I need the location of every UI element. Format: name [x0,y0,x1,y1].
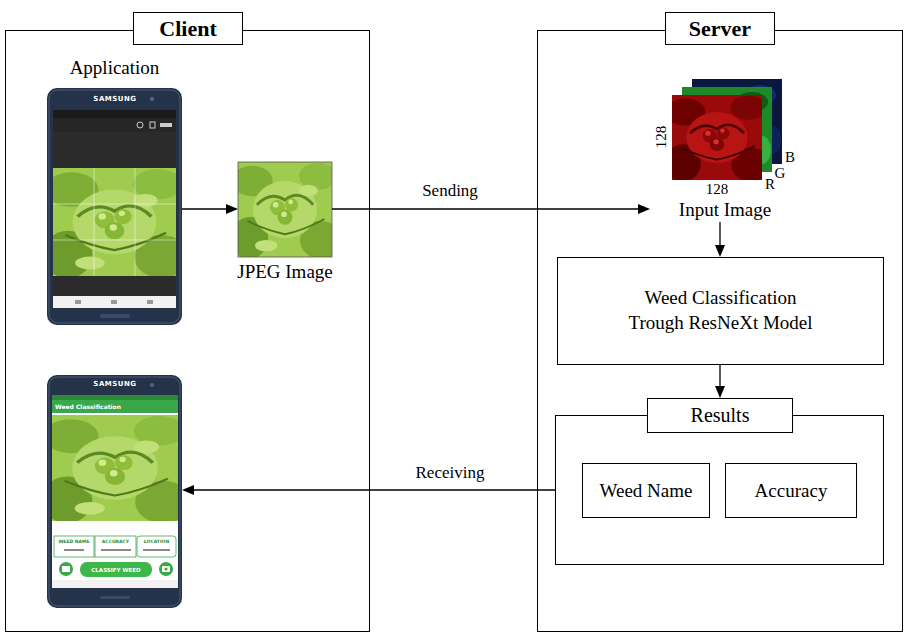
phone-illustration-part-part [135,168,136,276]
phone-illustration-part [111,300,117,304]
phone-illustration-part [100,596,130,599]
dimension-label: 128 [652,122,670,152]
phone-brand: SAMSUNG [85,94,145,104]
result-box: Accuracy [725,463,857,518]
phone-illustration-part [143,549,170,551]
phone-illustration-part [52,400,178,413]
phone-illustration-part-part [53,204,176,205]
phone-illustration-part [42,415,191,523]
connector-line [332,208,639,209]
connector-arrow [182,204,238,214]
channel-label: G [774,165,786,181]
arrow-head [715,386,725,398]
phone-illustration-part [137,122,143,128]
app-title: Weed Classification [55,401,165,412]
phone-illustration-part [53,296,176,308]
phone-illustration-part [43,168,188,278]
results-heading: Results [647,398,793,433]
image-caption: JPEG Image [228,259,342,285]
phone-illustration-part [147,300,153,304]
arrow-head [182,485,194,495]
phone-illustration-part [52,395,178,400]
field-label: LOCATION [137,538,176,545]
phone-illustration-part [53,168,176,276]
phone-illustration-part-part [53,240,176,241]
client-panel: ClientApplicationSAMSUNGJPEG ImageSAMSUN… [5,30,370,632]
phone-illustration-part-part [94,168,95,276]
connector-line [719,222,720,246]
phone-illustration-part [62,566,70,572]
phone-illustration-part [150,383,154,387]
process-label: Weed Classification Trough ResNeXt Model [621,286,821,335]
image-caption: Input Image [650,198,800,222]
result-label: Accuracy [755,480,828,502]
app-caption: Application [47,55,182,81]
rgb-channel-stack-part [665,95,771,182]
panel-heading: Client [133,12,243,45]
process-box: Weed Classification Trough ResNeXt Model [557,257,884,365]
result-box: Weed Name [582,463,710,518]
phone-illustration-part [80,562,152,577]
jpeg-image: JPEG Image [238,162,332,257]
results-box: ResultsWeed NameAccuracy [555,415,884,565]
phone-result: SAMSUNG Weed ClassificationWEED NAMEACCUR… [47,375,182,608]
jpeg-thumbnail-part [238,162,332,257]
input-image: Input Image [650,78,800,222]
phone-illustration-part [164,567,167,570]
connector-line [193,489,555,490]
jpeg-thumbnail [230,162,341,259]
phone-brand: SAMSUNG [85,379,145,389]
phone-capture: ApplicationSAMSUNG [47,88,182,325]
dimension-label: 128 [700,181,734,198]
phone-illustration-part [101,549,131,551]
phone-illustration-part [64,549,84,551]
arrow-head [715,245,725,257]
phone-illustration-part [54,536,94,557]
phone-illustration [43,88,188,325]
button-label: CLASSIFY WEED [82,563,150,576]
phone-illustration-part [53,118,176,132]
connector-arrow [182,485,555,495]
connector-arrow [715,365,725,398]
channel-label: B [784,149,796,165]
phone-illustration-part [159,562,173,576]
phone-illustration [42,375,191,608]
panel-heading: Server [665,12,775,45]
rgb-channel-stack [665,79,782,182]
result-label: Weed Name [600,480,693,502]
jpeg-thumbnail-part [230,162,341,259]
connector-arrow [332,204,650,214]
arrow-head [638,204,650,214]
phone-illustration-part [100,314,130,318]
edge-label: Sending [395,180,505,202]
phone-illustration-part [160,123,172,127]
phone-illustration-part [59,562,73,576]
phone-illustration-part [137,536,176,557]
phone-illustration-part [52,580,178,588]
connector-line [182,208,227,209]
phone-illustration-part [53,110,176,118]
edge-label: Receiving [395,462,505,484]
phone-illustration-part [75,300,81,304]
field-label: WEED NAME [54,538,94,545]
connector-line [719,365,720,387]
phone-illustration-part [95,536,136,557]
server-panel: ServerInput ImageWeed Classification Tro… [537,30,903,632]
connector-arrow [715,222,725,257]
channel-label: R [764,176,776,192]
field-label: ACCURACY [95,538,136,545]
phone-illustration-part [150,122,155,128]
phone-illustration-part [162,566,170,572]
phone-illustration-part [150,97,154,101]
arrow-head [226,204,238,214]
